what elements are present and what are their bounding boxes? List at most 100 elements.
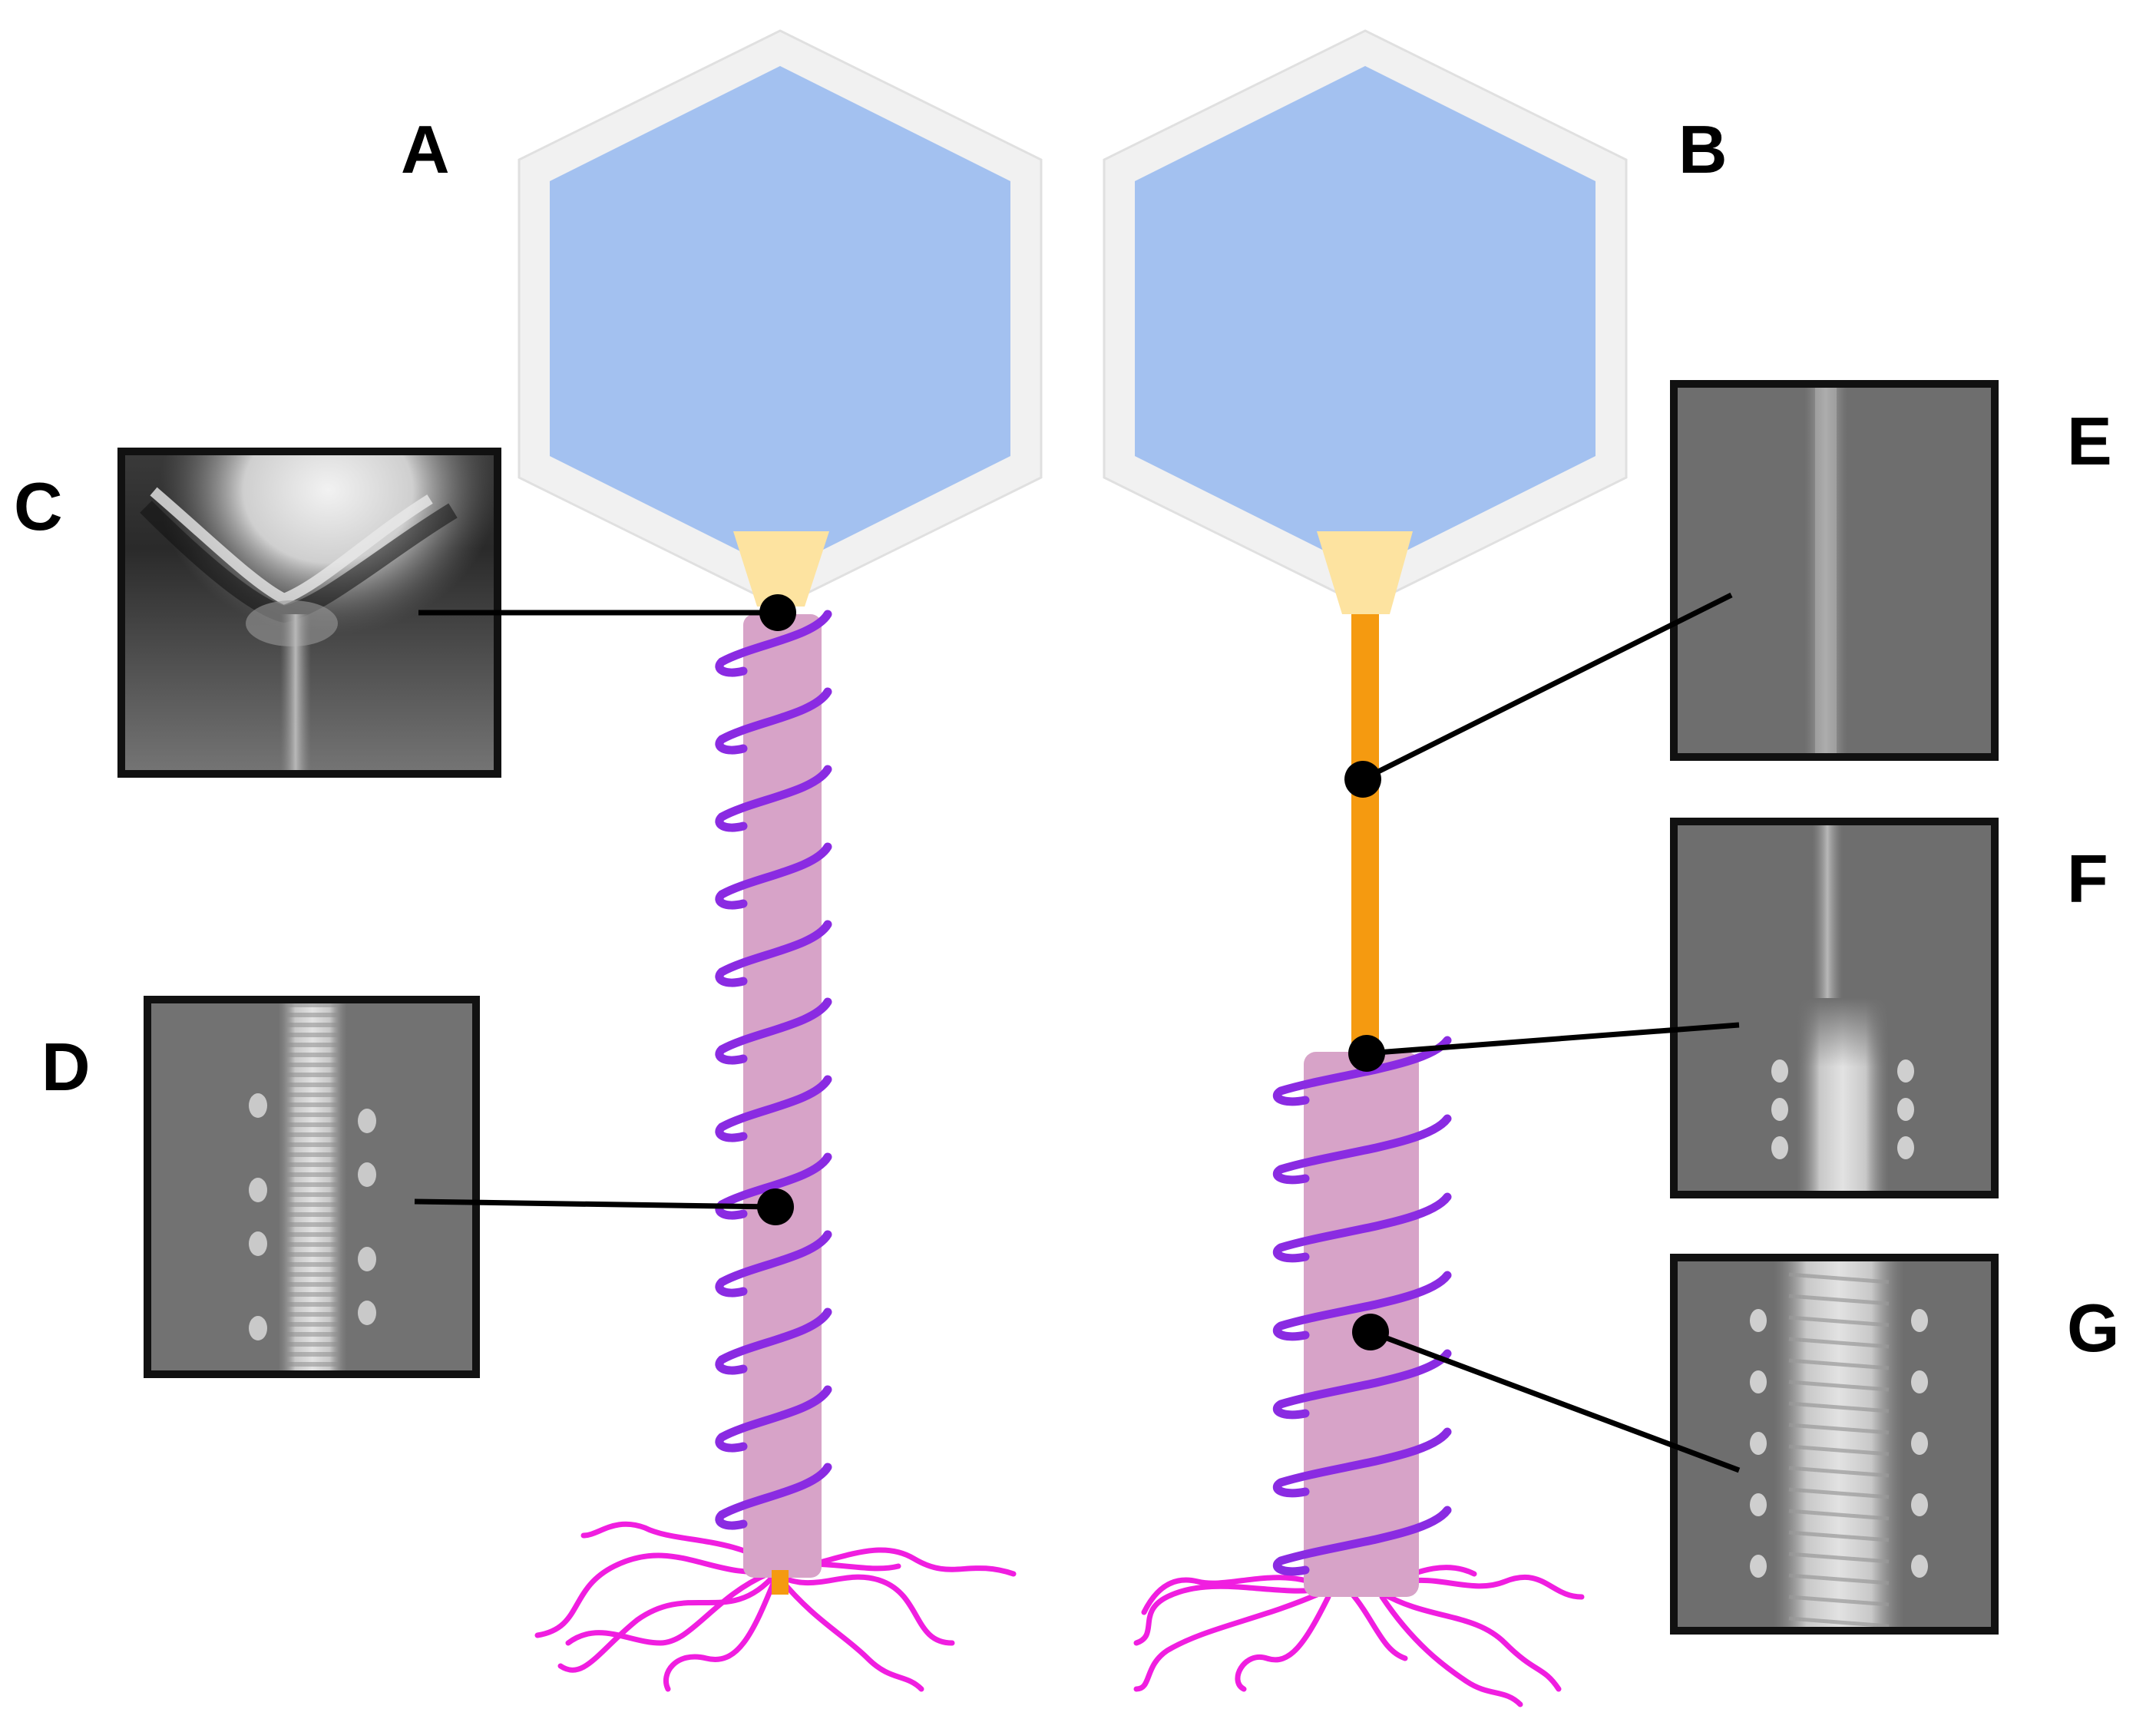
portal-a [733,531,829,607]
sheath-band [286,1152,339,1157]
capsid-b [1135,66,1596,571]
subunit-dot [1750,1309,1767,1332]
helix-turn [1272,1192,1452,1263]
leader-d [414,1198,776,1210]
inset-e: E [1670,380,2112,761]
helix-turn [1272,1427,1452,1498]
sheath-band [286,1352,339,1357]
subunit-dot [249,1231,267,1256]
subunit-dot [1911,1370,1928,1393]
leader-g [1369,1329,1741,1473]
leader-e [1361,592,1733,782]
sheath-mesh-line [1788,1358,1890,1370]
sheath-band [286,1043,339,1047]
sheath-band [286,1142,339,1147]
helix-turn [1272,1349,1452,1420]
subunit-dot [1911,1309,1928,1332]
panel-label-g: G [2067,1290,2119,1366]
subunit-dot [1750,1555,1767,1578]
sheath-helix-a [715,610,832,1530]
sheath-band [286,1342,339,1347]
sheath-mesh-line [1788,1315,1890,1327]
panel-label-e: E [2067,403,2112,479]
baseplate-a [772,1570,789,1595]
inset-d: D [41,996,480,1378]
dot-marker-icon [1352,1314,1389,1350]
helix-turn [1272,1036,1452,1106]
subunit-dot [1897,1059,1914,1083]
phage-a: A [401,29,1043,1692]
panel-label-a: A [401,111,450,187]
sheath-band [286,1252,339,1257]
inset-g: G [1670,1254,2119,1635]
sheath-band [286,1182,339,1187]
sheath-band [286,1112,339,1117]
sheath-mesh-line [1788,1530,1890,1542]
panel-label-f: F [2067,841,2108,917]
leader-f [1366,1022,1740,1056]
helix-turn [715,1463,832,1530]
sheath-band [286,1312,339,1317]
capsid-a [550,66,1010,571]
sheath-mesh-line [1788,1294,1890,1306]
portal-b [1317,531,1413,614]
sheath-band [286,1073,339,1077]
subunit-dot [1911,1555,1928,1578]
helix-turn [715,1307,832,1375]
subunit-dot [358,1162,376,1187]
sheath-mesh-line [1788,1423,1890,1435]
sheath-mesh-line [1788,1444,1890,1456]
subunit-dot [1750,1432,1767,1455]
subunit-dot [1771,1059,1788,1083]
sheath-band [286,1013,339,1017]
sheath-band [286,1232,339,1237]
sheath-a [743,614,822,1578]
sheath-band [286,1003,339,1007]
subunit-dot [249,1178,267,1202]
tail-fibers-a [534,1521,1017,1692]
helix-turn [1272,1114,1452,1185]
helix-turn [715,1075,832,1142]
helix-turn [715,610,832,677]
sheath-band [286,1023,339,1027]
sheath-mesh-line [1788,1466,1890,1478]
panel-label-d: D [41,1029,91,1105]
sheath-mesh-line [1788,1272,1890,1284]
sheath-band [286,1212,339,1217]
subunit-dot [1750,1370,1767,1393]
dot-marker-icon [1344,761,1381,798]
subunit-dot [249,1316,267,1340]
sheath-mesh-line [1788,1616,1890,1628]
subunit-dot [249,1093,267,1118]
sheath-mesh-line [1788,1401,1890,1413]
panel-label-c: C [14,468,63,544]
sheath-band [286,1322,339,1327]
helix-turn [715,1152,832,1220]
sheath-mesh-line [1788,1487,1890,1499]
subunit-dot [1771,1136,1788,1159]
subunit-dot [358,1301,376,1325]
subunit-dot [1897,1098,1914,1121]
leader-lines [414,592,1741,1473]
dot-marker-icon [759,594,796,631]
sheath-band [286,1242,339,1247]
sheath-band [286,1292,339,1297]
panel-label-b: B [1678,111,1728,187]
sheath-band [286,1272,339,1277]
helix-turn [715,842,832,910]
sheath-band [286,1222,339,1227]
subunit-dot [1771,1098,1788,1121]
sheath-band [286,1302,339,1307]
sheath-mesh-line [1788,1573,1890,1585]
phage-b: B [1103,29,1728,1707]
dot-marker-icon [757,1188,794,1225]
sheath-band [286,1162,339,1167]
helix-turn [715,687,832,755]
sheath-band [286,1053,339,1057]
sheath-band [286,1172,339,1177]
subunit-dot [1911,1493,1928,1516]
sheath-band [286,1063,339,1067]
sheath-band [286,1192,339,1197]
sheath-helix-b [1272,1036,1452,1576]
